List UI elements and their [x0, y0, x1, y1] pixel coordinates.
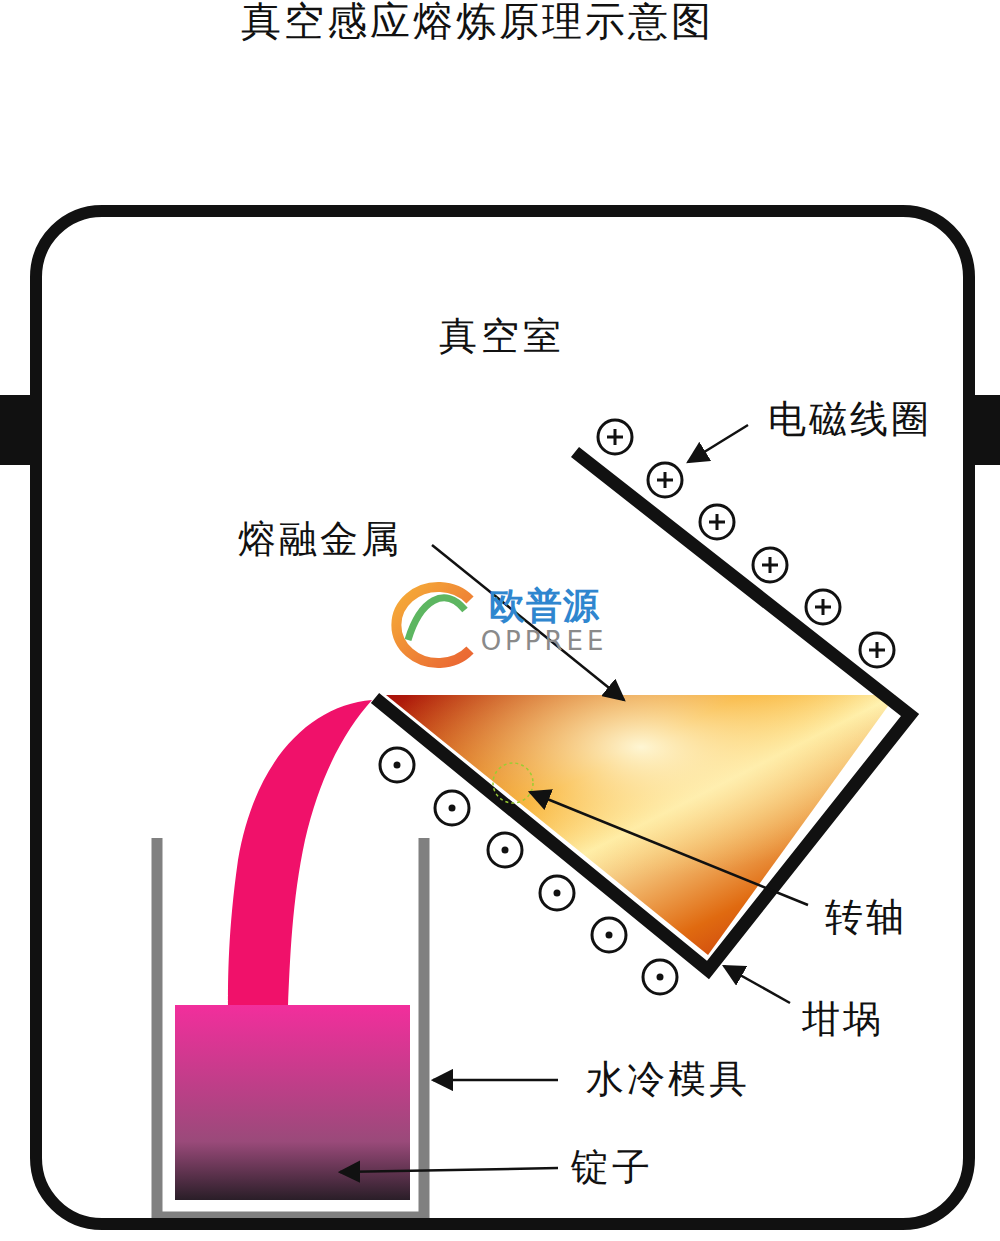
- part-label: 坩埚: [802, 999, 884, 1041]
- coil-dot: [449, 805, 456, 812]
- coil-cross: [815, 599, 831, 615]
- watermark-logo: [396, 587, 470, 663]
- chamber-label: 真空室: [439, 316, 565, 358]
- coil-circle: [648, 463, 682, 497]
- pour-stream: [228, 700, 372, 1006]
- part-label: 熔融金属: [238, 519, 402, 561]
- coil-circle: [435, 791, 469, 825]
- leader-line: [433, 1079, 558, 1082]
- coil-dot: [657, 974, 664, 981]
- chamber-flange: [0, 395, 32, 465]
- coil-cross: [657, 472, 673, 488]
- coil-circle: [598, 420, 632, 454]
- coil-dot: [606, 932, 613, 939]
- coil-circle: [592, 918, 626, 952]
- coil-out: [598, 420, 632, 454]
- coil-out: [860, 633, 894, 667]
- coil-dot: [554, 890, 561, 897]
- logo-arc: [396, 587, 470, 663]
- part-label: 锭子: [571, 1147, 653, 1189]
- vacuum-chamber: 真空室: [30, 205, 975, 1230]
- coil-circle: [753, 548, 787, 582]
- coil-in: [380, 748, 414, 782]
- coil-dot: [502, 847, 509, 854]
- coil-cross: [762, 557, 778, 573]
- leader-group: [340, 425, 808, 1172]
- part-label: 转轴: [825, 897, 907, 939]
- watermark: 欧普源: [489, 586, 600, 626]
- leader-line: [724, 966, 790, 1003]
- coil-circle: [488, 833, 522, 867]
- leader-line: [688, 425, 748, 462]
- part-label: 电磁线圈: [768, 399, 932, 441]
- diagram-title: 真空感应熔炼原理示意图: [241, 0, 714, 44]
- coil-group: [380, 420, 894, 994]
- chamber-flange: [965, 395, 1000, 465]
- coil-in: [592, 918, 626, 952]
- coil-circle: [860, 633, 894, 667]
- coil-circle: [380, 748, 414, 782]
- crucible: [375, 452, 910, 970]
- coil-in: [643, 960, 677, 994]
- coil-out: [648, 463, 682, 497]
- coil-cross: [607, 429, 623, 445]
- coil-circle: [700, 505, 734, 539]
- coil-circle: [643, 960, 677, 994]
- coil-dot: [394, 762, 401, 769]
- coil-out: [806, 590, 840, 624]
- leader-line: [530, 792, 808, 905]
- watermark: OPPREE: [481, 627, 608, 656]
- coil-out: [700, 505, 734, 539]
- coil-in: [488, 833, 522, 867]
- coil-cross: [869, 642, 885, 658]
- leader-line: [340, 1168, 558, 1172]
- coil-circle: [540, 876, 574, 910]
- leader-line: [432, 545, 624, 700]
- coil-circle: [806, 590, 840, 624]
- logo-leaf: [408, 598, 465, 640]
- coil-cross: [709, 514, 725, 530]
- coil-in: [435, 791, 469, 825]
- pivot-marker: [493, 763, 533, 803]
- coil-out: [753, 548, 787, 582]
- coil-in: [540, 876, 574, 910]
- part-label: 水冷模具: [586, 1059, 750, 1101]
- water-cooled-mould: [157, 838, 424, 1217]
